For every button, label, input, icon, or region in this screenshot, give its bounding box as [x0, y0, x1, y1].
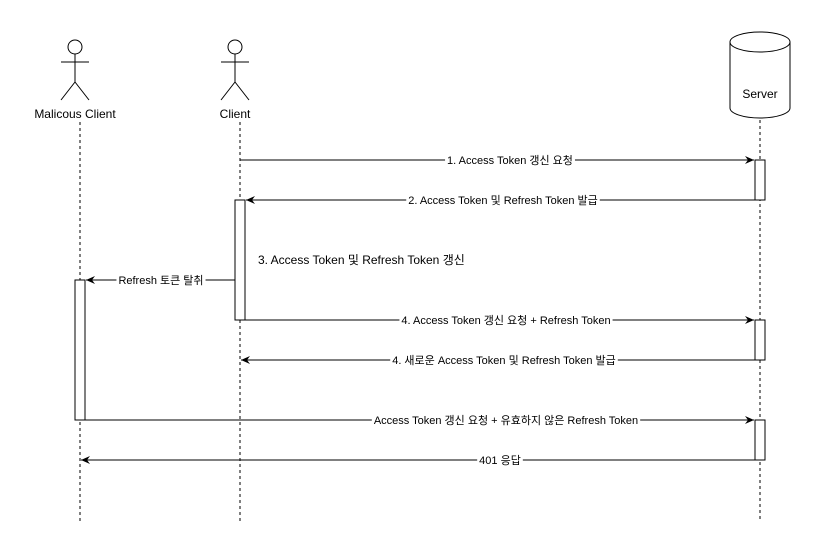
message-label: Access Token 갱신 요청 + 유효하지 않은 Refresh Tok…: [374, 413, 638, 427]
message-label: 4. Access Token 갱신 요청 + Refresh Token: [401, 314, 610, 327]
message-label-bg: [390, 353, 618, 367]
actor-label-client: Client: [220, 107, 251, 121]
message-4-response: 4. 새로운 Access Token 및 Refresh Token 발급: [241, 353, 755, 367]
actor-malicious-client: Malicous Client: [34, 39, 116, 121]
actor-label-server: Server: [742, 87, 777, 101]
actor-label-malicious-client: Malicous Client: [34, 107, 116, 121]
database-icon: [729, 31, 791, 119]
activation-server-1: [754, 159, 766, 201]
message-label: Refresh 토큰 탈취: [118, 274, 203, 287]
message-label-bg: [445, 153, 575, 167]
message-4-request: 4. Access Token 갱신 요청 + Refresh Token: [245, 313, 754, 327]
activation-server-2: [754, 319, 766, 361]
message-malicious-request: Access Token 갱신 요청 + 유효하지 않은 Refresh Tok…: [85, 413, 754, 427]
actor-client: Client: [220, 39, 251, 121]
activation-client: [234, 199, 246, 321]
actor-server: Server: [729, 31, 791, 119]
message-label-bg: [116, 273, 206, 287]
message-label: 4. 새로운 Access Token 및 Refresh Token 발급: [392, 354, 616, 367]
activation-server-3: [754, 419, 766, 461]
note-label: 3. Access Token 및 Refresh Token 갱신: [258, 253, 465, 267]
stick-figure-icon: [60, 39, 90, 101]
activation-malicious-client: [74, 279, 86, 421]
message-label: 1. Access Token 갱신 요청: [447, 154, 573, 167]
message-2: 2. Access Token 및 Refresh Token 발급: [246, 193, 755, 207]
message-label-bg: [371, 413, 641, 427]
stick-figure-icon: [220, 39, 250, 101]
message-1: 1. Access Token 갱신 요청: [240, 153, 754, 167]
message-401-response: 401 응답: [81, 453, 755, 467]
message-label: 2. Access Token 및 Refresh Token 발급: [408, 194, 598, 207]
message-label: 401 응답: [479, 454, 521, 467]
message-token-theft: Refresh 토큰 탈취: [86, 273, 235, 287]
message-label-bg: [399, 313, 613, 327]
message-label-bg: [406, 193, 600, 207]
message-label-bg: [477, 453, 523, 467]
